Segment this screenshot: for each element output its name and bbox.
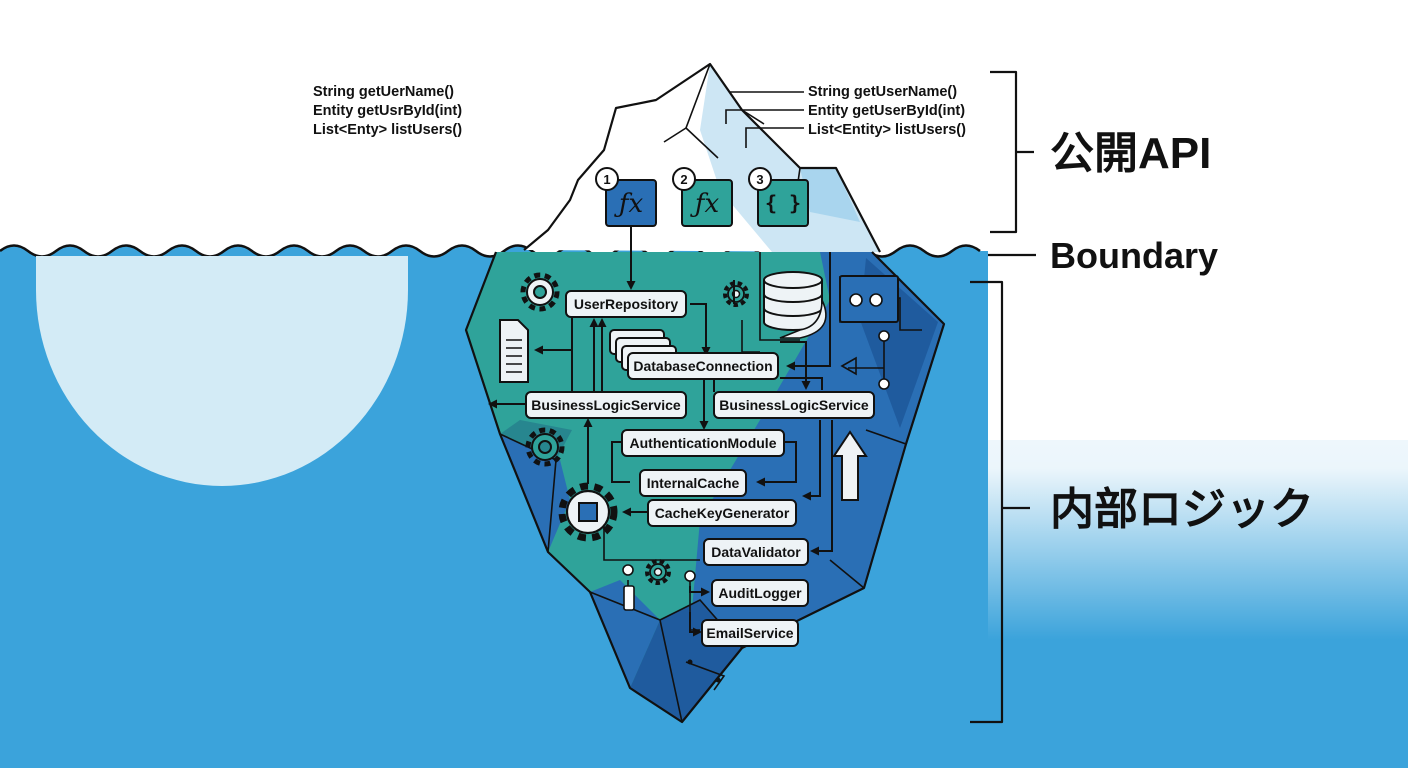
component-label: UserRepository xyxy=(574,296,678,312)
component-label: CacheKeyGenerator xyxy=(655,505,790,521)
signature-line: List<Entity> listUsers() xyxy=(808,122,966,138)
component-label: InternalCache xyxy=(647,475,740,491)
gear-icon xyxy=(520,272,560,312)
component-label: AuthenticationModule xyxy=(630,435,777,451)
api-icon-2[interactable]: ƒx 2 xyxy=(672,167,733,227)
signature-line: String getUerName() xyxy=(313,84,454,100)
component-cache-key-generator[interactable]: CacheKeyGenerator xyxy=(647,499,797,527)
component-user-repository[interactable]: UserRepository xyxy=(565,290,687,318)
api-icons: ƒx 1 ƒx 2 { } 3 xyxy=(595,167,809,290)
component-label: AuditLogger xyxy=(718,585,802,601)
component-business-logic-left[interactable]: BusinessLogicService xyxy=(525,391,687,419)
right-signatures: String getUserName() Entity getUserById(… xyxy=(725,84,966,148)
component-label: BusinessLogicService xyxy=(719,397,869,413)
public-api-bracket: 公開API xyxy=(990,70,1211,234)
boundary-marker: Boundary xyxy=(988,235,1218,276)
gear-icon xyxy=(525,427,565,467)
component-label: DataValidator xyxy=(711,544,801,560)
connectors xyxy=(488,252,833,637)
public-api-label: 公開API xyxy=(1050,129,1211,178)
api-icon-1[interactable]: ƒx 1 xyxy=(595,167,657,227)
component-label: BusinessLogicService xyxy=(531,397,681,413)
component-authentication-module[interactable]: AuthenticationModule xyxy=(621,429,785,457)
chip-gear-icon xyxy=(558,482,618,542)
braces-icon: { } xyxy=(765,191,801,215)
bubble-shape xyxy=(36,256,408,486)
gear-icon xyxy=(723,281,749,307)
component-data-validator[interactable]: DataValidator xyxy=(703,538,809,566)
database-icon xyxy=(763,271,827,339)
component-database-connection[interactable]: DatabaseConnection xyxy=(627,352,779,380)
signature-line: Entity getUserById(int) xyxy=(808,103,965,119)
api-number: 2 xyxy=(680,172,687,187)
left-signatures: String getUerName() Entity getUsrById(in… xyxy=(313,84,462,138)
signature-line: Entity getUsrById(int) xyxy=(313,103,462,119)
component-label: DatabaseConnection xyxy=(633,358,772,374)
internal-logic-bracket: 内部ロジック xyxy=(970,280,1314,724)
component-business-logic-right[interactable]: BusinessLogicService xyxy=(713,391,875,419)
component-email-service[interactable]: EmailService xyxy=(701,619,799,647)
component-internal-cache[interactable]: InternalCache xyxy=(639,469,747,497)
component-label: EmailService xyxy=(706,625,793,641)
server-icon xyxy=(839,275,899,323)
signature-line: List<Enty> listUsers() xyxy=(313,122,462,138)
function-icon: ƒx xyxy=(690,189,720,219)
api-number: 3 xyxy=(756,172,763,187)
internal-logic-label: 内部ロジック xyxy=(1050,485,1314,534)
function-icon: ƒx xyxy=(614,189,644,219)
api-number: 1 xyxy=(603,172,610,187)
api-icon-3[interactable]: { } 3 xyxy=(748,167,809,227)
boundary-label: Boundary xyxy=(1050,235,1218,276)
component-audit-logger[interactable]: AuditLogger xyxy=(711,579,809,607)
signature-line: String getUserName() xyxy=(808,84,957,100)
document-icon xyxy=(499,319,529,383)
up-arrow-icon xyxy=(832,430,868,501)
gear-icon xyxy=(645,559,671,585)
